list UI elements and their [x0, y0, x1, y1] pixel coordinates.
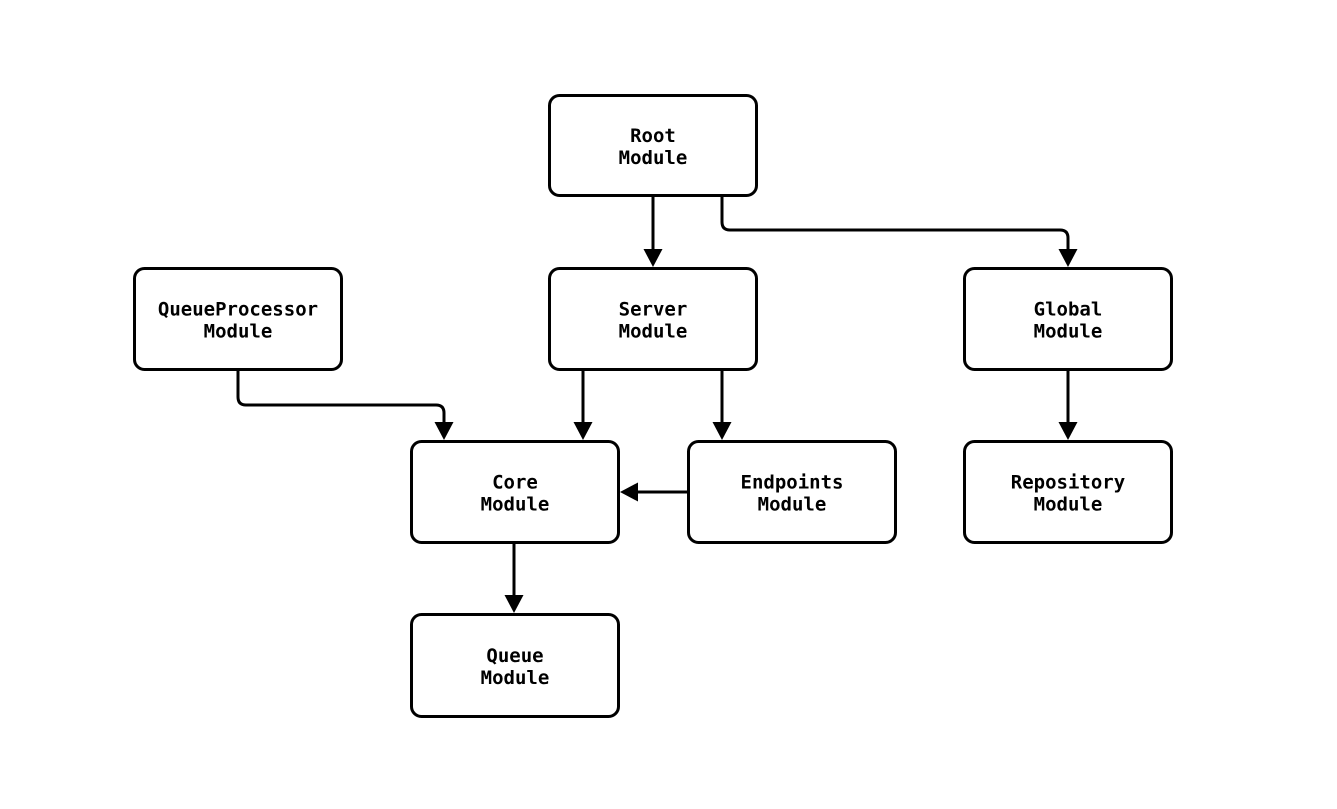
node-label-line1: QueueProcessor — [158, 299, 318, 321]
arrowhead-icon — [712, 422, 732, 440]
edge-queueprocessor-to-core — [236, 371, 454, 440]
node-label-line1: Core — [492, 472, 538, 494]
edge-root-to-global — [720, 197, 1078, 267]
arrowhead-icon — [573, 422, 593, 440]
arrowhead-icon — [643, 249, 663, 267]
node-box[interactable] — [963, 440, 1173, 544]
node-label-line2: Module — [758, 494, 827, 516]
node-label-line1: Repository — [1011, 472, 1125, 494]
node-box[interactable] — [410, 613, 620, 718]
node-box[interactable] — [410, 440, 620, 544]
node-box[interactable] — [548, 94, 758, 197]
edge-root-to-server — [643, 197, 663, 267]
node-label-line2: Module — [619, 147, 688, 169]
edge-server-to-endpoints — [712, 371, 732, 440]
node-label-line1: Root — [630, 125, 676, 147]
node-label-line1: Global — [1034, 299, 1103, 321]
node-label-line2: Module — [1034, 494, 1103, 516]
edge-core-to-queue — [504, 544, 524, 613]
node-box[interactable] — [687, 440, 897, 544]
nodes-layer: RootModuleQueueProcessorModuleServerModu… — [133, 94, 1173, 718]
node-label-line1: Server — [619, 299, 688, 321]
node-label-line1: Endpoints — [741, 472, 844, 494]
node-label-line2: Module — [1034, 321, 1103, 343]
node-label-line2: Module — [481, 494, 550, 516]
node-label-line2: Module — [204, 321, 273, 343]
edge-line — [236, 371, 446, 425]
edge-server-to-core — [573, 371, 593, 440]
node-label-line1: Queue — [486, 645, 543, 667]
node-box[interactable] — [548, 267, 758, 371]
arrowhead-icon — [1058, 422, 1078, 440]
edges-layer — [236, 197, 1078, 613]
arrowhead-icon — [620, 482, 638, 502]
node-label-line2: Module — [481, 667, 550, 689]
arrowhead-icon — [1058, 249, 1078, 267]
edge-global-to-repository — [1058, 371, 1078, 440]
node-box[interactable] — [133, 267, 343, 371]
edge-endpoints-to-core — [620, 482, 687, 502]
arrowhead-icon — [504, 595, 524, 613]
node-box[interactable] — [963, 267, 1173, 371]
edge-line — [720, 197, 1070, 252]
arrowhead-icon — [434, 422, 454, 440]
node-label-line2: Module — [619, 321, 688, 343]
